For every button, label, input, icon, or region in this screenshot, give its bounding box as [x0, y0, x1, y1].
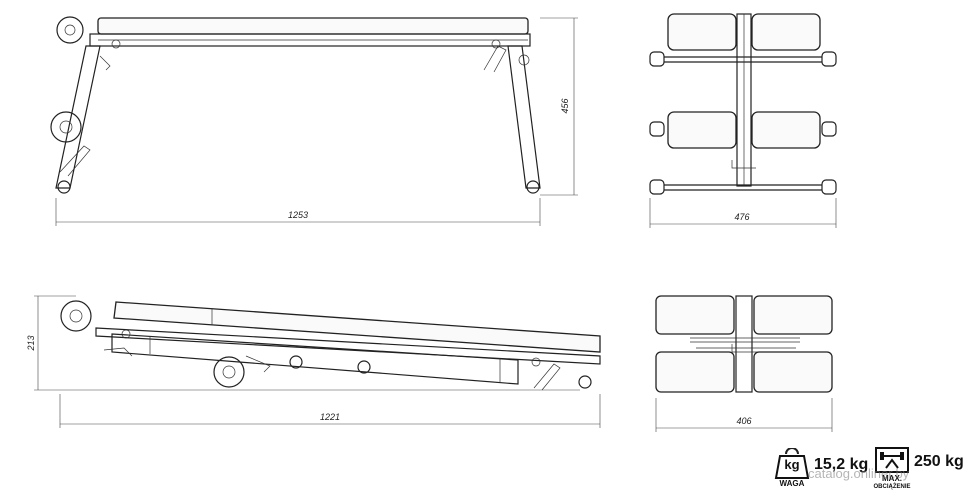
bench-side-view-folded	[34, 295, 601, 428]
max-load-icon: MAX. OBCIĄŻENIE	[873, 446, 911, 498]
weight-caption: WAGA	[779, 479, 805, 488]
folded-seat-pad	[113, 301, 601, 353]
weight-value: 15,2 kg	[814, 456, 869, 473]
max-load-caption-1: MAX.	[882, 474, 902, 483]
dim-476: 476	[734, 212, 749, 222]
max-load-caption-2: OBCIĄŻENIE	[873, 484, 911, 490]
bench-end-view-folded	[655, 295, 833, 432]
weight-icon-label: kg	[784, 457, 800, 472]
transport-wheel	[213, 356, 245, 388]
dim-1221: 1221	[320, 412, 340, 422]
lower-roller-pad	[50, 111, 82, 143]
dim-456: 456	[560, 98, 570, 113]
max-load-value: 250 kg	[914, 453, 964, 470]
dim-213: 213	[26, 335, 36, 351]
weight-spec: kg WAGA 15,2 kg	[774, 448, 868, 488]
watermark: catalog.onliner.by	[808, 466, 910, 481]
weight-icon: kg WAGA	[774, 448, 810, 488]
rear-leg	[507, 45, 541, 189]
bench-end-view-flat	[649, 13, 837, 228]
max-load-spec: MAX. OBCIĄŻENIE 250 kg	[873, 446, 964, 498]
flat-seat-pad	[97, 17, 529, 35]
top-roller-pad	[56, 16, 84, 44]
bench-side-view-flat	[50, 16, 578, 226]
front-leg	[55, 45, 101, 189]
flat-frame-rail	[89, 33, 531, 47]
dim-1253: 1253	[288, 210, 308, 220]
dim-406: 406	[736, 416, 751, 426]
